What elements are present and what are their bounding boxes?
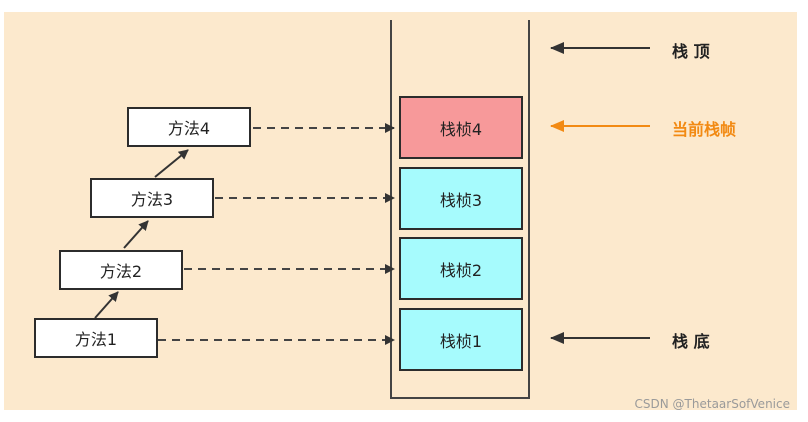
frame-1-label: 栈桢1 [439, 331, 483, 351]
frame-3-label: 栈桢3 [439, 190, 483, 210]
stack-container [390, 20, 530, 399]
method-1-box: 方法1 [34, 318, 158, 358]
method-2-label: 方法2 [99, 262, 143, 281]
method-1-label: 方法1 [74, 330, 118, 349]
call-arrow-3-4 [154, 149, 189, 178]
watermark: CSDN @ThetaarSofVenice [634, 397, 790, 411]
frame-3-box: 栈桢3 [399, 167, 523, 230]
current-frame-label: 当前栈帧 [672, 120, 737, 139]
method-3-label: 方法3 [130, 190, 174, 209]
method-3-box: 方法3 [90, 178, 214, 218]
call-arrow-1-2 [94, 291, 119, 319]
frame-2-box: 栈桢2 [399, 237, 523, 300]
method-4-box: 方法4 [127, 107, 251, 147]
frame-4-label: 栈桢4 [439, 119, 483, 139]
method-2-box: 方法2 [59, 250, 183, 290]
frame-4-box: 栈桢4 [399, 96, 523, 159]
method-4-label: 方法4 [167, 119, 211, 138]
stack-top-label: 栈 顶 [672, 42, 710, 61]
frame-1-box: 栈桢1 [399, 308, 523, 371]
stack-bottom-label: 栈 底 [672, 332, 710, 351]
call-arrow-2-3 [123, 220, 149, 249]
frame-2-label: 栈桢2 [439, 260, 483, 280]
